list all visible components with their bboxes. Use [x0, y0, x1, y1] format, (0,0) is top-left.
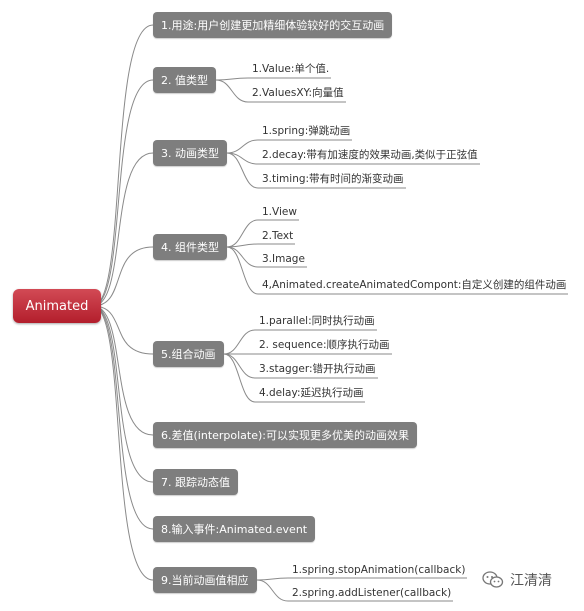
leaf-timing: 3.timing:带有时间的渐变动画 — [262, 173, 404, 185]
leaf-connector — [226, 246, 307, 268]
branch-input-events: 8.输入事件:Animated.event — [153, 516, 316, 542]
branch-track-dynamic: 7. 跟踪动态值 — [153, 469, 238, 495]
root-connector — [92, 24, 154, 307]
leaf-connector — [226, 152, 480, 165]
leaf-stagger: 3.stagger:错开执行动画 — [259, 363, 376, 375]
leaf-spring: 1.spring:弹跳动画 — [262, 125, 351, 137]
root-node: Animated — [13, 289, 101, 323]
root-connector — [92, 305, 154, 530]
leaf-connector — [223, 329, 377, 355]
leaf-connector — [226, 246, 568, 295]
root-connector — [92, 246, 154, 307]
leaf-create-animated-component: 4,Animated.createAnimatedCompont:自定义创建的组… — [262, 279, 567, 291]
leaf-parallel: 1.parallel:同时执行动画 — [259, 315, 375, 327]
leaf-decay: 2.decay:带有加速度的效果动画,类似于正弦值 — [262, 149, 478, 161]
leaf-connector — [223, 353, 365, 403]
branch-purpose: 1.用途:用户创建更加精细体验较好的交互动画 — [153, 12, 393, 38]
root-connector — [92, 305, 154, 483]
leaf-connector — [215, 79, 346, 103]
root-connector — [92, 305, 154, 581]
branch-current-value: 9.当前动画值相应 — [153, 567, 257, 593]
branch-value-types: 2. 值类型 — [153, 67, 216, 93]
watermark-text: 江清清 — [510, 573, 552, 589]
leaf-valuesxy: 2.ValuesXY:向量值 — [252, 87, 344, 99]
branch-component-types: 4. 组件类型 — [153, 234, 227, 260]
leaf-value: 1.Value:单个值. — [252, 63, 330, 75]
watermark: 江清清 — [482, 570, 552, 590]
leaf-connector — [215, 77, 331, 81]
leaf-view: 1.View — [262, 206, 297, 218]
leaf-delay: 4.delay:延迟执行动画 — [259, 387, 364, 399]
root-connector — [92, 305, 154, 436]
leaf-connector — [226, 219, 299, 248]
leaf-connector — [256, 579, 453, 602]
leaf-sequence: 2. sequence:顺序执行动画 — [259, 339, 390, 351]
root-connector — [92, 152, 154, 307]
branch-composite-animations: 5.组合动画 — [153, 341, 224, 367]
leaf-connector — [226, 139, 352, 154]
leaf-text: 2.Text — [262, 230, 294, 242]
branch-animation-types: 3. 动画类型 — [153, 140, 227, 166]
root-connector — [92, 305, 154, 355]
leaf-connector — [256, 577, 467, 581]
branch-interpolate: 6.差值(interpolate):可以实现更多优美的动画效果 — [153, 422, 418, 448]
leaf-connector — [226, 152, 406, 189]
leaf-image: 3.Image — [262, 253, 305, 265]
wechat-icon — [482, 571, 504, 588]
leaf-add-listener: 2.spring.addListener(callback) — [292, 587, 452, 599]
leaf-stop-animation: 1.spring.stopAnimation(callback) — [292, 564, 466, 576]
root-connector — [92, 79, 154, 307]
leaf-connector — [226, 243, 295, 248]
